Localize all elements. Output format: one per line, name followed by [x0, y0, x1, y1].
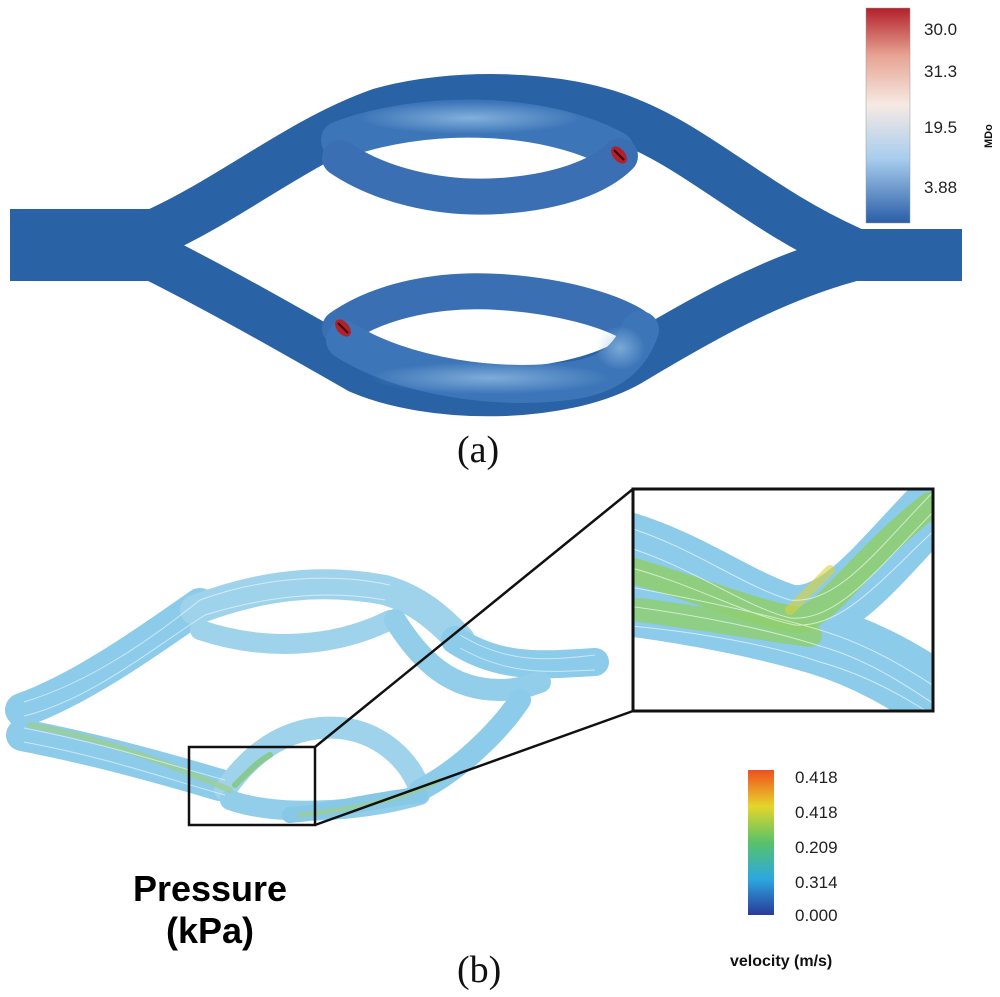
streamline-bottom-left	[6, 719, 236, 801]
colorbar-b-tick-1: 0.418	[795, 803, 838, 822]
colorbar-a-tick-2: 19.5	[924, 118, 958, 137]
colorbar-a-tick-3: 3.88	[924, 178, 958, 197]
pressure-label-line1: Pressure	[132, 868, 288, 909]
panel-a-label: (a)	[457, 429, 500, 471]
zoom-source-box	[187, 745, 317, 827]
streamline-right-upper	[441, 626, 609, 679]
outer-upper-branch	[126, 74, 874, 274]
stenosis-marker-upper	[611, 146, 627, 164]
colorbar-b-tick-3: 0.314	[795, 873, 838, 892]
streamline-upper-inner	[190, 610, 400, 654]
colorbar-b-tick-0: 0.418	[795, 768, 838, 787]
streamline-lower-loop	[214, 716, 431, 801]
zoom-connector-top	[314, 488, 634, 748]
colorbar-a-tick-1: 31.3	[924, 62, 958, 81]
stenosis-marker-lower	[335, 319, 351, 337]
streamline-lower-right	[409, 689, 531, 801]
colorbar-b-tick-2: 0.209	[795, 838, 838, 857]
panel-b-label: (b)	[457, 949, 502, 991]
colorbar-b-title: velocity (m/s)	[730, 953, 833, 970]
pressure-label: Pressure (kPa)	[100, 868, 320, 952]
pressure-label-line2: (kPa)	[165, 910, 255, 951]
streamline-mid-right	[384, 609, 551, 701]
streamline-left-segment	[5, 588, 217, 727]
streamline-network-b	[5, 569, 609, 823]
zoom-connector-bottom	[314, 709, 634, 827]
zoom-inset	[631, 487, 935, 713]
vessel-network-a	[10, 74, 962, 417]
lower-inner-upper	[322, 273, 653, 346]
colorbar-a-tick-0: 30.0	[924, 20, 958, 39]
upper-inner-lower	[322, 138, 638, 215]
colorbar-a-title: MDo	[983, 124, 995, 148]
streamline-upper-outer	[180, 569, 475, 655]
colorbar-b-tick-4: 0.000	[795, 906, 838, 925]
streamline-texture-b	[23, 577, 596, 796]
colorbar-b	[748, 770, 774, 915]
colorbar-a	[865, 7, 911, 224]
